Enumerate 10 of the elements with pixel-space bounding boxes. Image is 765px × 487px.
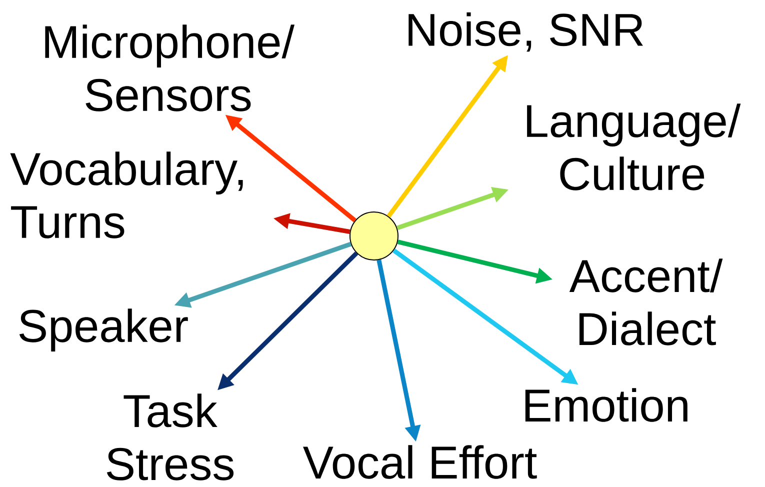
label-text: Emotion <box>525 388 688 422</box>
label-text: Task Stress <box>106 394 234 480</box>
label-text: Vocal Effort <box>303 445 537 479</box>
label-text: Speaker <box>19 308 188 352</box>
label-text: Language/ Culture <box>527 104 741 190</box>
label-text: Noise, SNR <box>408 12 643 52</box>
hub-circle <box>350 212 398 260</box>
label-text: Microphone/ Sensors <box>45 24 295 112</box>
label-text: Accent/ Dialect <box>569 258 723 346</box>
label-text: Vocabulary, Turns <box>10 152 243 238</box>
